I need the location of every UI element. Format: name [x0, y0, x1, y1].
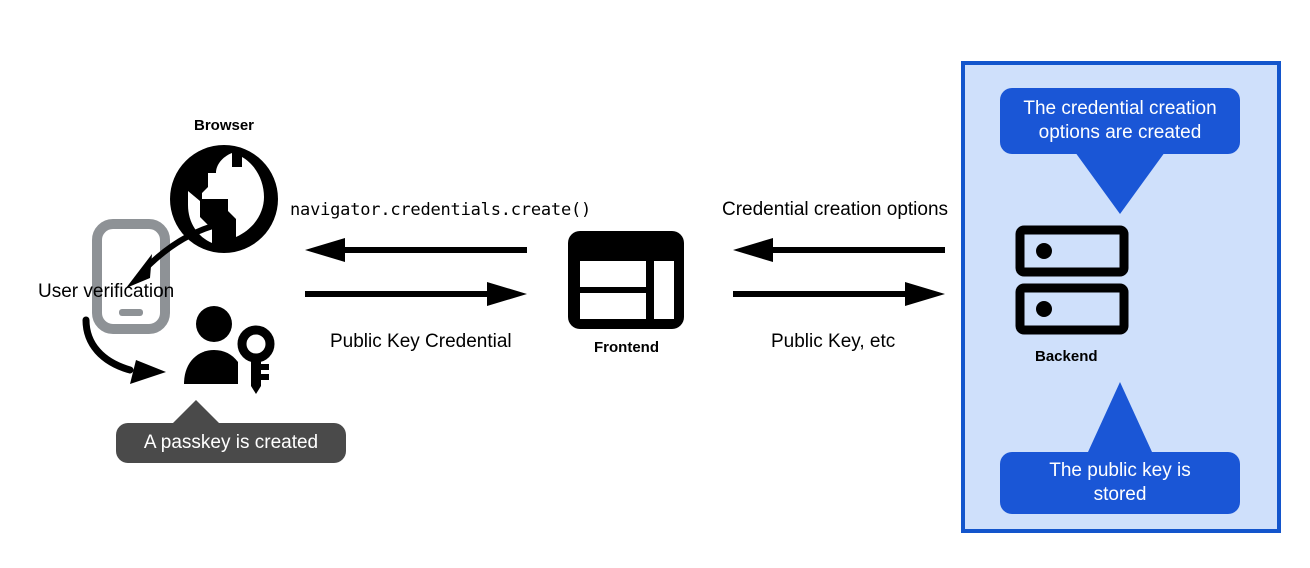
web-layout-icon: [568, 231, 684, 329]
navigator-credentials-create-label: navigator.credentials.create(): [290, 200, 592, 220]
backend-label: Backend: [1035, 348, 1098, 365]
person-with-key-icon: [184, 306, 280, 394]
public-key-stored-callout-line1: The public key is: [1049, 460, 1191, 482]
credential-options-callout-line2: options are created: [1038, 122, 1202, 143]
public-key-credential-label: Public Key Credential: [330, 331, 512, 352]
browser-request-arrow-left: [305, 238, 527, 262]
public-key-etc-label: Public Key, etc: [771, 331, 896, 352]
credential-options-callout-pointer: [1075, 152, 1165, 214]
credential-creation-options-label: Credential creation options: [722, 199, 949, 220]
server-rack-icon: [1015, 225, 1129, 336]
browser-label: Browser: [194, 117, 255, 134]
credential-options-callout-line1: The credential creation: [1023, 98, 1217, 120]
frontend-label: Frontend: [594, 339, 659, 356]
public-key-stored-callout: The public key is stored: [1000, 452, 1240, 514]
credential-options-created-callout: The credential creation options are crea…: [1000, 88, 1240, 154]
device-to-user-arrow: [78, 316, 200, 388]
passkey-created-callout: A passkey is created: [116, 423, 346, 463]
mobile-phone-icon: [92, 219, 170, 334]
globe-icon: [168, 143, 280, 255]
public-key-stored-callout-line2: stored: [1093, 484, 1147, 505]
backend-options-arrow-left: [733, 238, 945, 262]
backend-publickey-arrow-right: [733, 282, 945, 306]
passkey-created-callout-pointer: [170, 400, 222, 426]
browser-response-arrow-right: [305, 282, 527, 306]
public-key-stored-callout-pointer: [1088, 382, 1152, 452]
user-verification-label: User verification: [38, 281, 175, 302]
browser-to-device-arrow: [100, 210, 230, 290]
